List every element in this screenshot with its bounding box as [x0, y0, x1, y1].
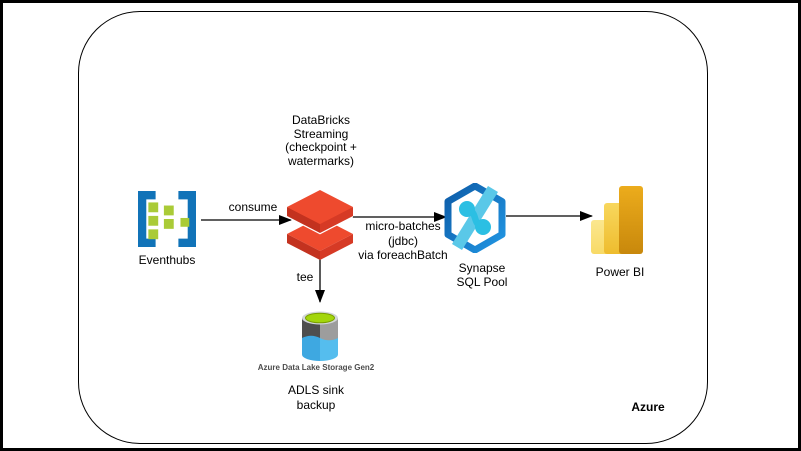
databricks-caption: DataBricks Streaming (checkpoint + water… — [285, 113, 357, 168]
adls-label-line: ADLS sink — [287, 383, 345, 397]
edge-label-line: via foreachBatch — [358, 248, 448, 262]
edge-label-tee: tee — [296, 270, 314, 284]
edge-label-line: micro-batches — [365, 219, 441, 233]
adls-label: ADLS sink backup — [288, 383, 344, 412]
adls-node — [300, 310, 340, 364]
databricks-icon — [287, 190, 353, 260]
databricks-caption-line: DataBricks — [291, 113, 350, 127]
synapse-label-line: SQL Pool — [456, 274, 508, 289]
event-hubs-icon — [138, 191, 196, 247]
powerbi-node — [591, 186, 645, 254]
databricks-caption-line: (checkpoint + — [285, 140, 357, 154]
edge-label-line: (jdbc) — [387, 233, 419, 248]
databricks-caption-line: watermarks) — [287, 153, 354, 168]
synapse-label: Synapse SQL Pool — [456, 261, 508, 289]
edge-label-micro-batches: micro-batches (jdbc) via foreachBatch — [358, 219, 447, 263]
powerbi-label: Power BI — [595, 265, 645, 279]
synapse-node — [443, 183, 507, 253]
synapse-label-line: Synapse — [458, 261, 506, 275]
databricks-caption-line: Streaming — [293, 126, 349, 141]
synapse-icon — [444, 183, 506, 253]
azure-region-label: Azure — [631, 400, 665, 414]
databricks-node — [287, 190, 353, 260]
edge-label-consume: consume — [228, 200, 278, 214]
adls-label-line: backup — [296, 397, 336, 412]
eventhubs-node — [138, 191, 196, 247]
power-bi-icon — [591, 186, 643, 254]
azure-region-boundary — [78, 11, 708, 444]
adls-icon-caption: Azure Data Lake Storage Gen2 — [257, 363, 375, 372]
adls-gen2-icon — [302, 311, 338, 361]
eventhubs-label: Eventhubs — [138, 253, 196, 267]
